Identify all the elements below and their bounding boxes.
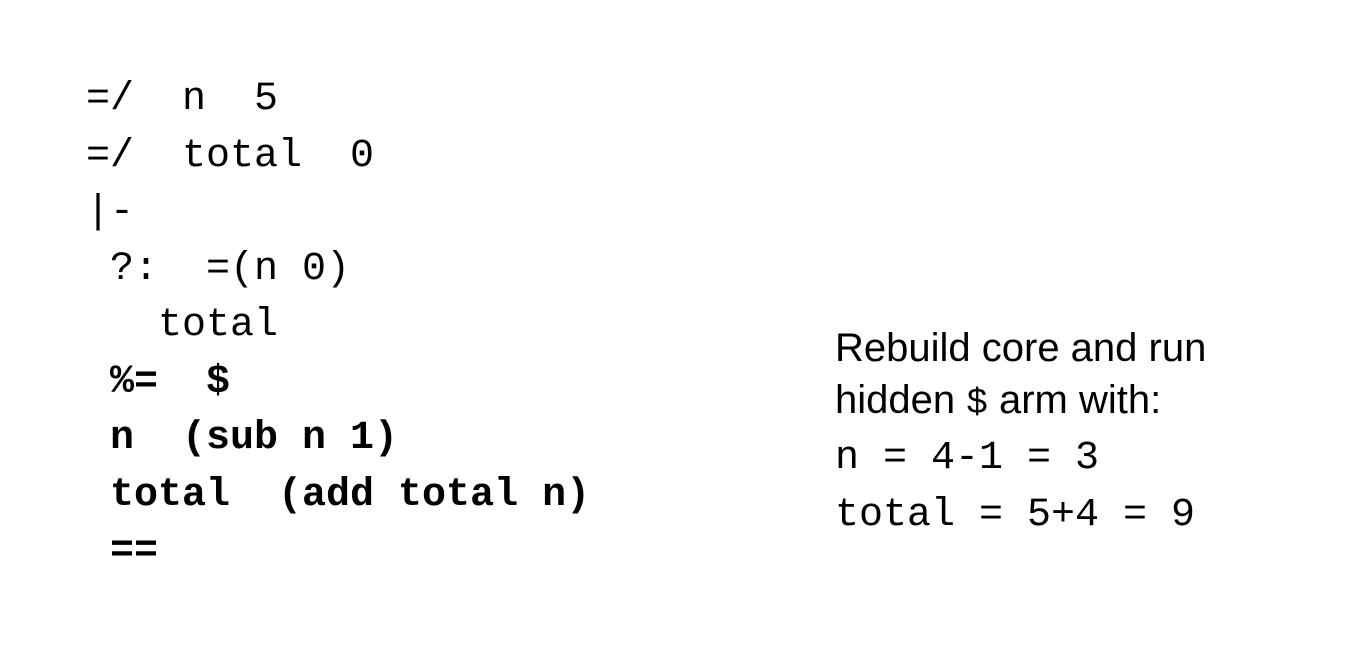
- code-line-highlighted: n (sub n 1): [86, 416, 399, 461]
- code-line: =/ total 0: [86, 133, 375, 179]
- note-line-2-suffix: arm with:: [987, 378, 1162, 422]
- code-block: =/ n 5 =/ total 0 |- ?: =(n 0) total %= …: [86, 72, 590, 581]
- result-n: n = 4-1 = 3: [835, 436, 1100, 481]
- code-line: |-: [86, 190, 135, 235]
- code-line: ?: =(n 0): [86, 246, 351, 292]
- code-line-highlighted: %= $: [86, 359, 231, 405]
- code-line-highlighted: ==: [86, 529, 159, 574]
- code-line: total: [86, 303, 279, 348]
- explanation-note: Rebuild core and run hidden $ arm with: …: [835, 322, 1206, 544]
- note-line-2: hidden $ arm with:: [835, 374, 1206, 426]
- note-line-2-prefix: hidden: [835, 378, 967, 422]
- code-line-highlighted: total (add total n): [86, 472, 591, 518]
- code-line: =/ n 5: [86, 77, 279, 122]
- result-total: total = 5+4 = 9: [835, 493, 1196, 538]
- note-line-1: Rebuild core and run: [835, 326, 1207, 370]
- note-line-2-code: $: [966, 383, 988, 424]
